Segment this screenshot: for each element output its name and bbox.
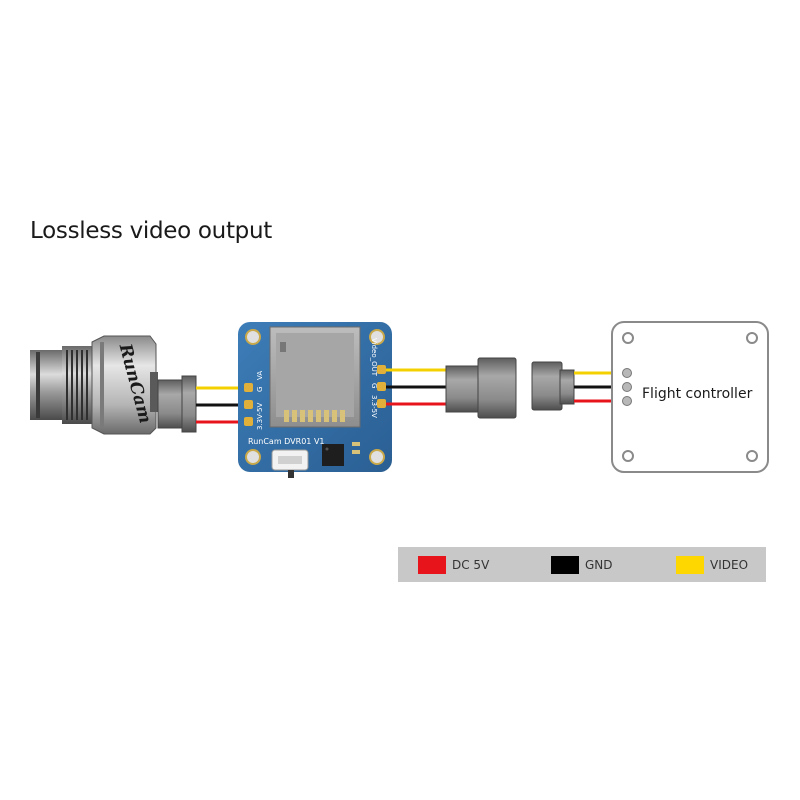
flight-controller: Flight controller [611, 321, 769, 473]
mount-hole [245, 449, 261, 465]
fc-pad-gnd [622, 382, 632, 392]
legend-label: VIDEO [710, 557, 749, 572]
pad-label-right: 3.3-5V [370, 395, 378, 418]
flight-controller-label: Flight controller [642, 386, 753, 402]
sd-pins [284, 410, 345, 422]
camera-body [91, 335, 157, 435]
fc-pad-video [622, 368, 632, 378]
pad-right-2 [377, 382, 386, 391]
fc-cable-plug [531, 361, 575, 411]
legend-item-video: VIDEO [676, 547, 748, 582]
pad-right-3 [377, 399, 386, 408]
wire-color-legend: DC 5V GND VIDEO [398, 547, 766, 582]
legend-swatch-black [551, 555, 579, 574]
mount-hole [369, 449, 385, 465]
mount-hole [369, 329, 385, 345]
legend-label: GND [585, 557, 613, 572]
camera: RunCam [30, 335, 158, 435]
legend-label: DC 5V [452, 557, 490, 572]
board-cable-plug [445, 357, 517, 419]
legend-swatch-red [418, 555, 446, 574]
dvr-board: 3.3V-5V G VA Video_OUT G 3.3-5V RunCam D… [238, 322, 392, 478]
legend-swatch-yellow [676, 555, 704, 574]
pad-label-right: G [370, 383, 378, 388]
camera-connector [157, 375, 197, 433]
board-silkscreen: RunCam DVR01 V1 [248, 437, 325, 446]
wires-board-to-connector [386, 368, 448, 406]
pad-label-right: Video_OUT [370, 338, 378, 377]
pad-label-left: G [256, 387, 264, 392]
mount-hole [622, 332, 634, 344]
legend-item-gnd: GND [551, 547, 613, 582]
mount-hole [622, 450, 634, 462]
board-chip [322, 444, 344, 466]
fc-pad-power [622, 396, 632, 406]
pad-left-3 [244, 417, 253, 426]
lens-grip [66, 350, 88, 420]
pad-right-1 [377, 365, 386, 374]
mount-hole [245, 329, 261, 345]
legend-item-power: DC 5V [418, 547, 489, 582]
mount-hole [746, 332, 758, 344]
pad-label-left: 3.3V-5V [256, 403, 264, 430]
board-button [288, 470, 294, 478]
pad-left-2 [244, 400, 253, 409]
pad-left-1 [244, 383, 253, 392]
camera-lens [30, 350, 62, 420]
pad-label-left: VA [256, 371, 264, 380]
diagram-title: Lossless video output [30, 218, 272, 244]
mount-hole [746, 450, 758, 462]
